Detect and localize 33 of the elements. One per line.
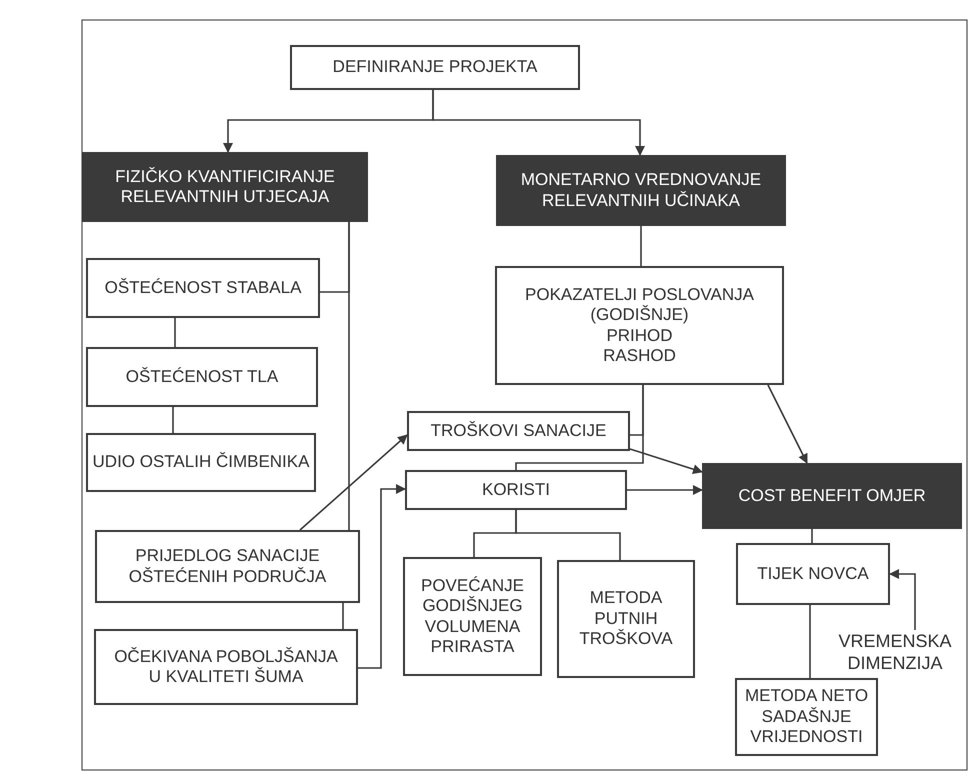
connector-line xyxy=(515,385,644,470)
process-box: POKAZATELJI POSLOVANJA (GODIŠNJE) PRIHOD RASHOD xyxy=(495,266,784,385)
connector-line xyxy=(809,605,811,678)
process-box: METODA NETO SADAŠNJE VRIJEDNOSTI xyxy=(735,678,878,756)
process-box: DEFINIRANJE PROJEKTA xyxy=(290,45,580,90)
connector-line xyxy=(515,510,621,560)
arrow xyxy=(630,448,703,474)
arrow xyxy=(627,485,703,495)
arrow xyxy=(358,484,406,669)
process-box: UDIO OSTALIH ČIMBENIKA xyxy=(86,433,316,492)
connector-line xyxy=(640,226,642,266)
connector-line xyxy=(811,529,813,543)
arrow xyxy=(299,434,408,531)
process-box: METODA PUTNIH TROŠKOVA xyxy=(557,560,695,678)
process-box: OČEKIVANA POBOLJŠANJA U KVALITETI ŠUMA xyxy=(94,629,358,705)
connector-line xyxy=(342,603,344,629)
highlighted-box: MONETARNO VREDNOVANJE RELEVANTNIH UČINAKA xyxy=(496,155,786,226)
arrow xyxy=(767,384,808,464)
connector-line xyxy=(348,222,350,530)
process-box: OŠTEĆENOST TLA xyxy=(86,347,318,407)
text-label: VREMENSKA DIMENZIJA xyxy=(826,630,964,676)
process-box: POVEĆANJE GODIŠNJEG VOLUMENA PRIRASTA xyxy=(403,557,542,676)
process-box: OŠTEĆENOST STABALA xyxy=(86,258,320,318)
highlighted-box: COST BENEFIT OMJER xyxy=(702,463,962,529)
process-box: TIJEK NOVCA xyxy=(736,543,890,605)
arrow xyxy=(889,569,916,630)
connector-line xyxy=(174,318,176,347)
arrow xyxy=(432,90,645,156)
highlighted-box: FIZIČKO KVANTIFICIRANJE RELEVANTNIH UTJECAJA xyxy=(82,152,368,222)
process-box: KORISTI xyxy=(405,470,627,510)
process-box: PRIJEDLOG SANACIJE OŠTEĆENIH PODRUČJA xyxy=(95,530,360,603)
process-box: TROŠKOVI SANACIJE xyxy=(407,411,630,451)
connector-line xyxy=(172,407,174,433)
